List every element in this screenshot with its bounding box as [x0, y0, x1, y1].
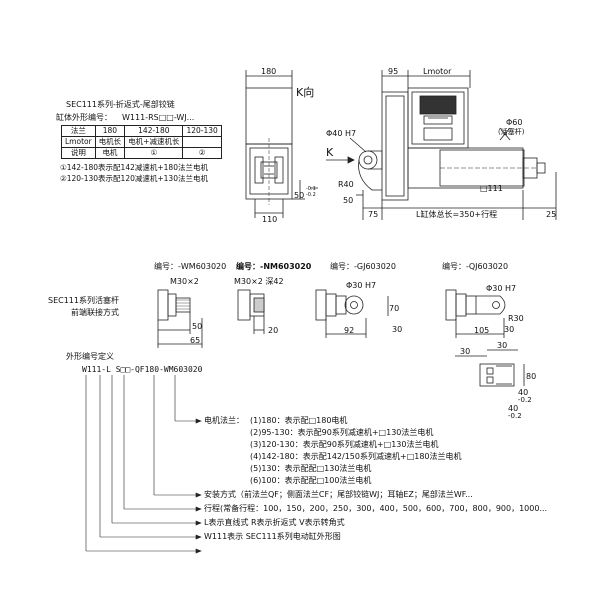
spec-cell: Lmotor — [61, 136, 96, 148]
dim-phi40: Φ40 H7 — [326, 129, 357, 138]
spec-row: 法兰 180 142-180 120-130 — [61, 125, 222, 137]
clevis-tol-1: -0.2 — [518, 396, 532, 404]
clevis-dim-30b: 30 — [497, 341, 508, 350]
rod-wm-dim2: 50 — [192, 322, 203, 331]
series-definition: W111表示 SEC111系列电动缸外形图 — [204, 532, 341, 541]
dim-phi60: Φ60 — [506, 118, 523, 127]
flange-title: 电机法兰： — [204, 416, 244, 425]
rod-nm-dim2: 20 — [268, 326, 279, 335]
dim-95: 95 — [388, 67, 399, 76]
spec-cell: 142-180 — [124, 125, 184, 137]
spec-note-1: ①142-180表示配142减速机+180法兰电机 — [60, 163, 208, 172]
dim-110: 110 — [262, 215, 278, 224]
rod-gj-dim4: 30 — [392, 325, 403, 334]
mount-definition: 安装方式（前法兰QF；侧面法兰CF；尾部铰链WJ；耳轴EZ；尾部法兰WF... — [204, 490, 473, 499]
rod-gj-dim1: Φ30 H7 — [346, 281, 377, 290]
dim-25: 25 — [546, 210, 557, 219]
spec-cell: 说明 — [61, 147, 96, 159]
rod-section-title: SEC111系列活塞杆 — [48, 296, 119, 305]
rod-end-gj — [315, 289, 389, 338]
flange-item-2: (2)95-130：表示配90系列减速机+□130法兰电机 — [250, 428, 434, 437]
spec-cell: 法兰 — [61, 125, 96, 137]
spec-cell: 180 — [94, 125, 126, 137]
flange-item-6: (6)100：表示配配□100法兰电机 — [250, 476, 372, 485]
code-def-title: 外形编号定义 — [66, 352, 114, 361]
dim-75: 75 — [368, 210, 379, 219]
flange-item-5: (5)130：表示配配□130法兰电机 — [250, 464, 372, 473]
spec-cell — [182, 136, 222, 148]
dim-50: 50 — [294, 191, 305, 200]
spec-cell: ② — [182, 147, 222, 159]
clevis-dim-80: 80 — [526, 372, 537, 381]
flange-item-1: (1)180：表示配□180电机 — [250, 416, 348, 425]
flange-item-4: (4)142-180：表示配142/150系列减速机+□180法兰电机 — [250, 452, 462, 461]
dim-lmotor: Lmotor — [423, 67, 452, 76]
clevis-dim-30a: 30 — [460, 347, 471, 356]
rod-end-nm — [237, 289, 265, 334]
rod-wm-dim1: M30×2 — [170, 277, 199, 286]
spec-cell: 电机 — [94, 147, 126, 159]
rod-code-qj: 编号：-QJ603020 — [442, 262, 509, 271]
clevis-dim-40a: 40 — [518, 388, 529, 397]
rod-code-gj: 编号：-GJ603020 — [330, 262, 396, 271]
spec-cell: 电机+减速机长 — [124, 136, 184, 148]
rod-code-wm: 编号：-WM603020 — [154, 262, 227, 271]
k-view — [245, 70, 305, 218]
spec-cell: ① — [124, 147, 184, 159]
dim-111: □111 — [480, 184, 503, 193]
rod-nm-dim1: M30×2 深42 — [234, 277, 284, 286]
rod-wm-dim3: 65 — [190, 336, 201, 345]
clevis-tol-2: -0.2 — [508, 412, 522, 420]
dim-r40: R40 — [338, 180, 354, 189]
rod-qj-dim1: Φ30 H7 — [486, 284, 517, 293]
rod-end-wm — [157, 289, 203, 348]
flange-item-3: (3)120-130：表示配90系列减速机+□130法兰电机 — [250, 440, 439, 449]
clevis-dim-40b: 40 — [508, 404, 519, 413]
dim-body-length: L缸体总长=350+行程 — [416, 210, 498, 219]
code-leaders — [85, 375, 202, 554]
spec-table: 法兰 180 142-180 120-130 Lmotor 电机长 电机+减速机… — [61, 125, 222, 159]
dim-50b: 50 — [343, 196, 354, 205]
code-value: W111-RS□□-WJ... — [122, 113, 195, 122]
k-direction-label: K向 — [296, 86, 315, 99]
clevis-detail — [455, 349, 525, 387]
series-title: SEC111系列-折返式-尾部铰链 — [66, 100, 175, 109]
spec-cell: 120-130 — [182, 125, 222, 137]
type-definition: L表示直线式 R表示折返式 V表示转角式 — [204, 518, 345, 527]
spec-note-2: ②120-130表示配120减速机+130法兰电机 — [60, 174, 208, 183]
code-def-code: W111-L S□□-QF180-WM603020 — [82, 365, 203, 374]
k-arrow-label: K — [326, 146, 334, 159]
rod-code-nm: 编号：-NM603020 — [236, 262, 312, 271]
rod-gj-dim2: 70 — [389, 304, 400, 313]
rod-gj-dim3: 92 — [344, 326, 355, 335]
stroke-definition: 行程(常备行程：100，150，200，250，300，400，500，600，… — [204, 504, 548, 513]
spec-cell: 电机长 — [94, 136, 126, 148]
rod-section-subtitle: 前端联接方式 — [71, 308, 119, 317]
rod-end-qj — [445, 289, 506, 338]
rod-qj-dim3: 105 — [474, 326, 490, 335]
side-view — [310, 70, 557, 220]
piston-rod-label: (活塞杆) — [498, 128, 525, 136]
spec-row: Lmotor 电机长 电机+减速机长 — [61, 136, 222, 148]
spec-row: 说明 电机 ① ② — [61, 147, 222, 159]
rod-qj-dim2: R30 — [508, 314, 524, 323]
dim-tolerance: -0.1 -0.2 — [306, 186, 316, 198]
dim-180: 180 — [261, 67, 277, 76]
code-label: 缸体外形编号： — [56, 113, 112, 122]
rod-qj-dim4: 30 — [504, 325, 515, 334]
